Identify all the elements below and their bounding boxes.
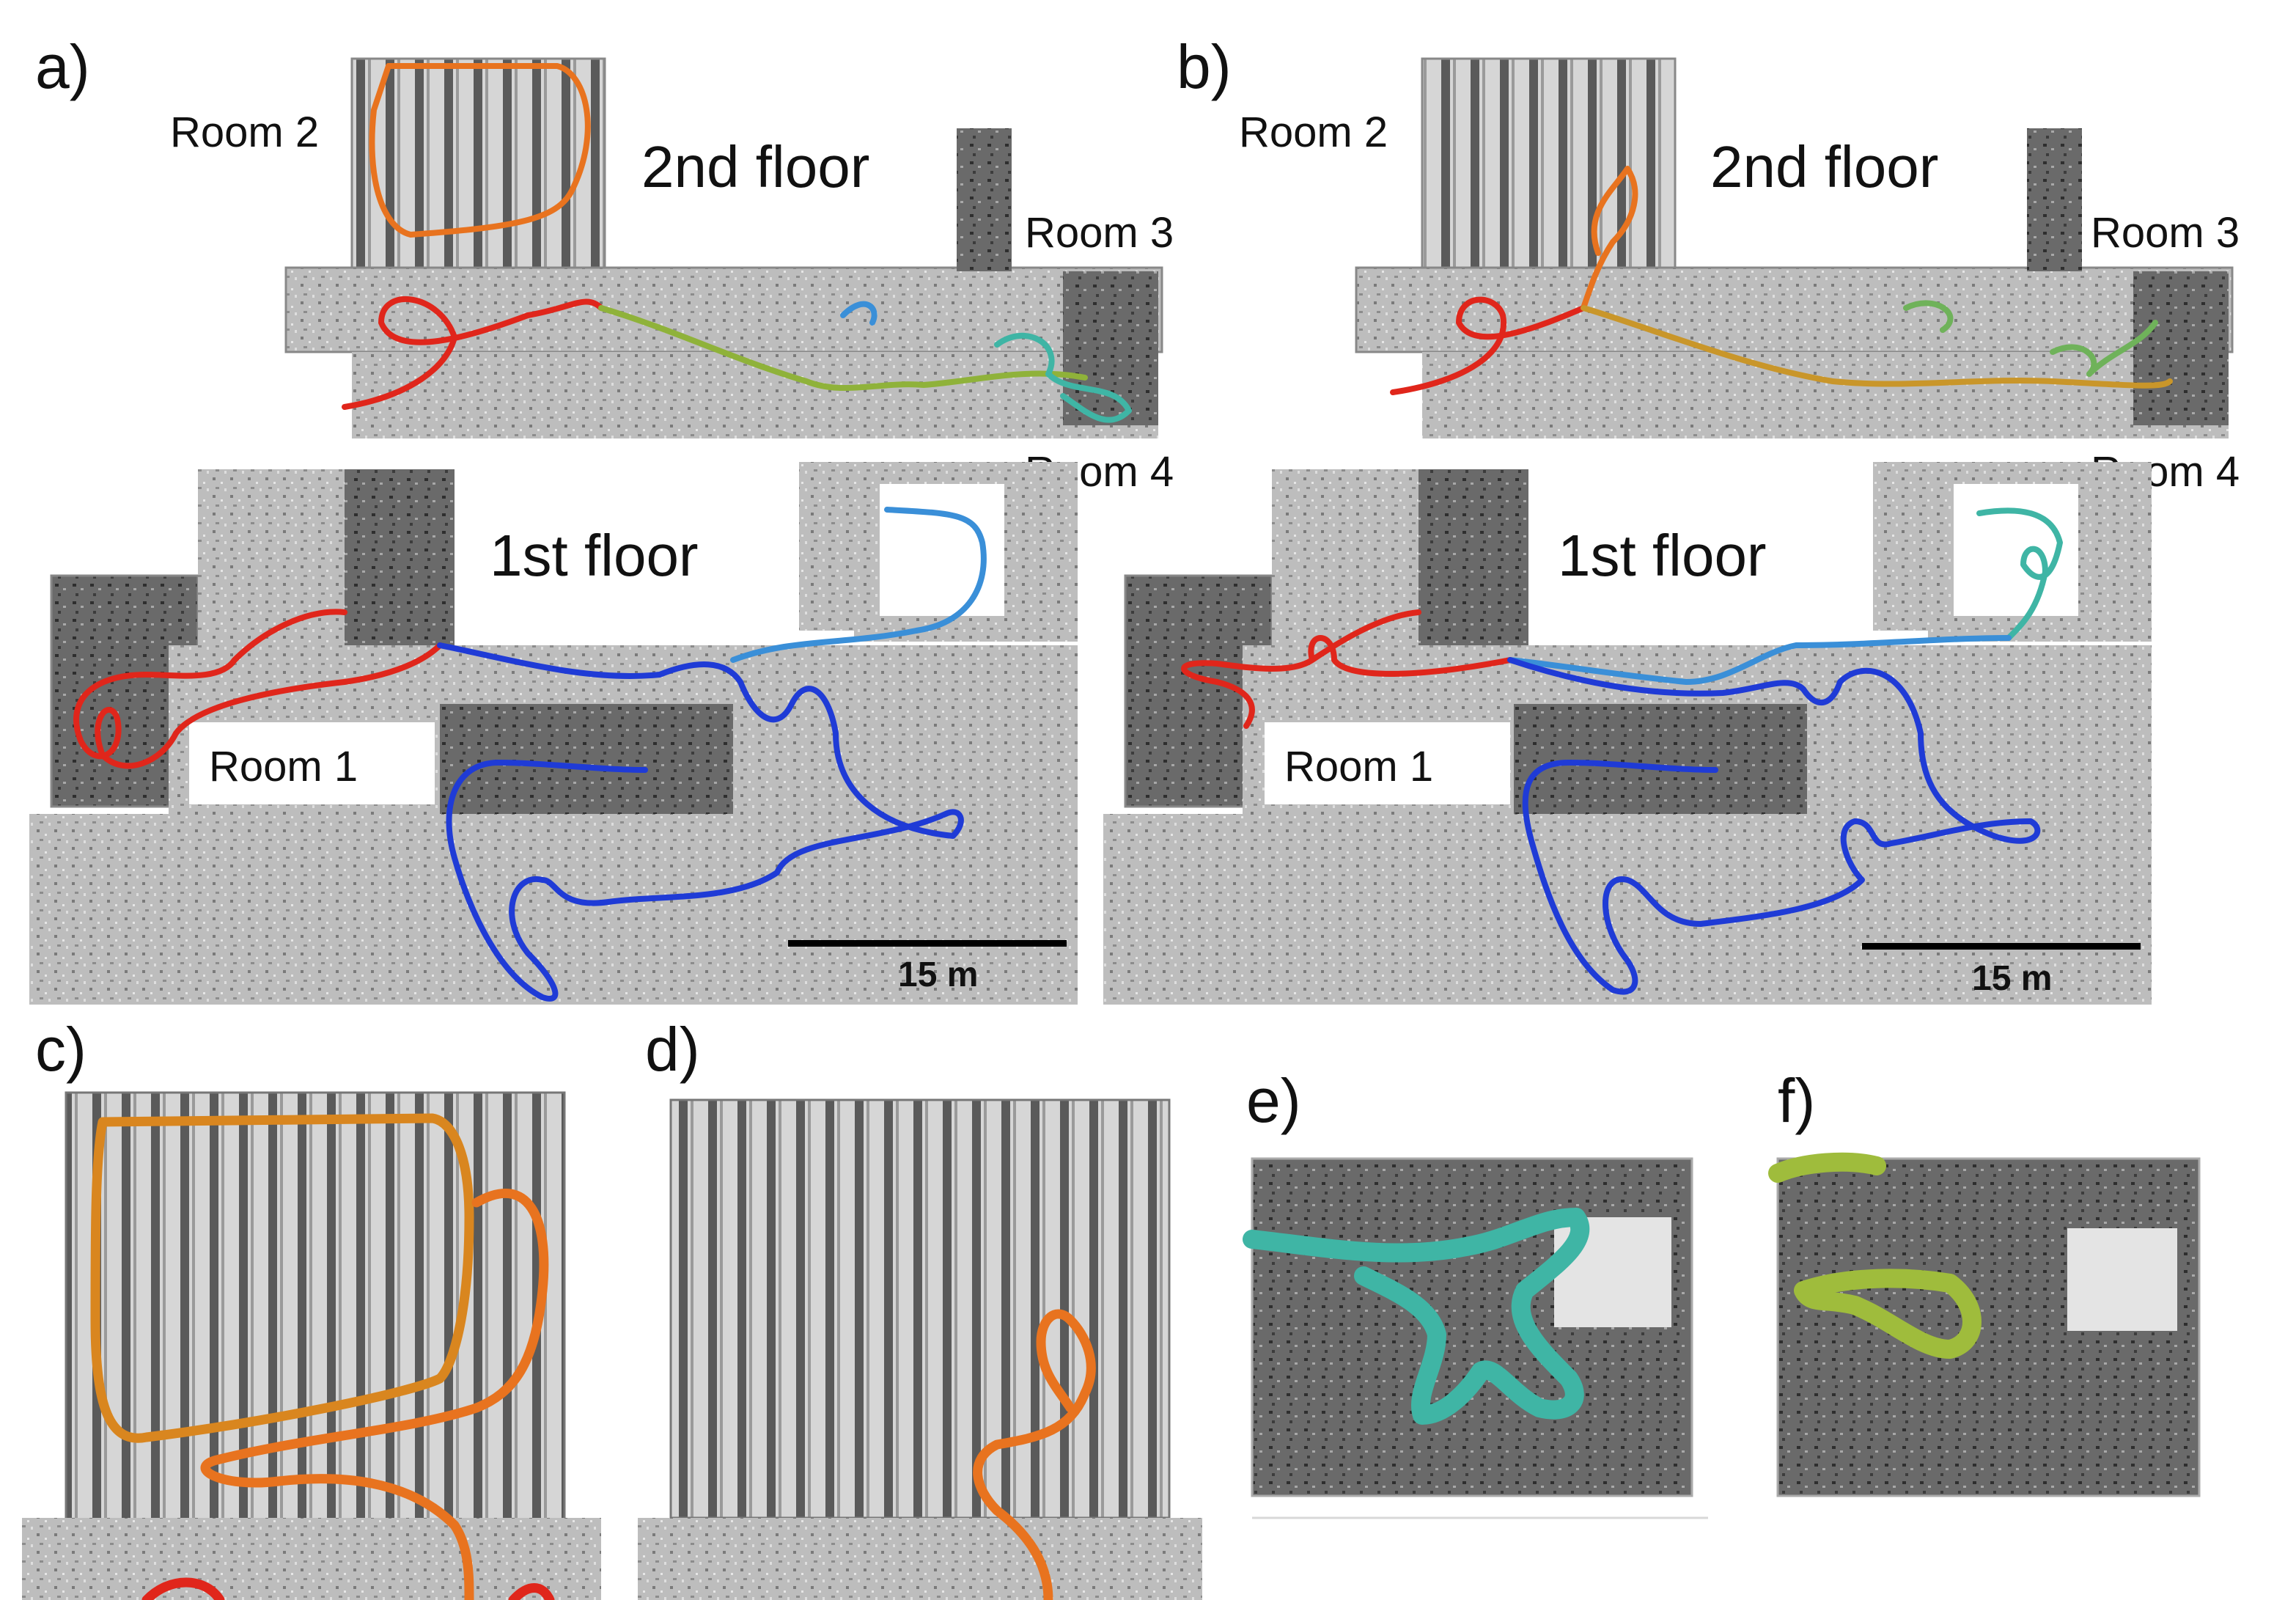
trajectory-red-1f-a [73, 609, 443, 769]
room1-label-b: Room 1 [1284, 743, 1433, 790]
panel-label-f: f) [1778, 1066, 1815, 1135]
room2-closeup-map-c [65, 1091, 566, 1527]
scale-bar-label-b: 15 m [1972, 959, 2052, 998]
trajectory-red-1f-b [1181, 609, 1513, 729]
trajectory-green-b [1903, 300, 2158, 377]
panel-d: d) [638, 1015, 1202, 1600]
panel-f: f) [1768, 1066, 2201, 1497]
trajectory-orange-a [369, 63, 591, 238]
trajectory-teal-a [994, 332, 1132, 423]
trajectory-blue-a [437, 642, 964, 1002]
trajectory-orange-d [973, 1309, 1096, 1600]
room2-label-b: Room 2 [1239, 109, 1388, 156]
corridor-strip-c [22, 1518, 601, 1600]
panel-c: c) [22, 1015, 601, 1600]
room3-label-b: Room 3 [2091, 209, 2240, 257]
panel-label-d: d) [645, 1015, 700, 1084]
room2-closeup-map-d [669, 1098, 1171, 1519]
trajectory-teal-e [1243, 1208, 1590, 1425]
panel-label-b: b) [1177, 32, 1232, 101]
panel-label-a: a) [35, 32, 90, 101]
panel-e: e) [1243, 1066, 1708, 1519]
trajectory-lightblue-a [730, 301, 987, 663]
panel-a: a) 2nd floor Room 2 Room 3 Room 4 1st fl… [29, 32, 1174, 1005]
panel-b: b) 2nd floor Room 2 Room 3 Room 4 1st fl… [1103, 32, 2240, 1005]
trajectory-green-a [598, 305, 1088, 392]
panel-label-e: e) [1246, 1066, 1301, 1135]
trajectory-teal-b [1976, 507, 2063, 641]
trajectory-red-b [1390, 296, 1586, 395]
scale-bar-a [788, 940, 1067, 947]
trajectory-red-a [342, 296, 604, 410]
room1-label-box-b [1265, 722, 1510, 804]
second-floor-label-b: 2nd floor [1710, 134, 1938, 199]
trajectory-orange-c [90, 1113, 474, 1443]
corridor-strip-d [638, 1518, 1202, 1600]
trajectory-blue-b [1507, 657, 2041, 995]
scale-bar-label-a: 15 m [898, 955, 978, 994]
room3-label-a: Room 3 [1025, 209, 1174, 257]
first-floor-label-b: 1st floor [1558, 523, 1767, 588]
first-floor-label-a: 1st floor [490, 523, 699, 588]
trajectory-orange2-c [200, 1189, 549, 1600]
panel-label-c: c) [35, 1015, 87, 1084]
trajectory-amber-b [1581, 305, 2173, 389]
first-floor-map-a [29, 462, 1078, 1005]
trajectory-green-f [1768, 1152, 1982, 1359]
second-floor-label-a: 2nd floor [641, 134, 869, 199]
trajectory-orange-b [1581, 166, 1638, 311]
trajectory-lightblue-b [1507, 635, 2012, 685]
trajectory-red-c [141, 1577, 555, 1600]
room1-label-a: Room 1 [209, 743, 358, 790]
room1-label-box-a [189, 722, 435, 804]
bright-block-f [2067, 1228, 2177, 1331]
scale-bar-b [1862, 943, 2141, 950]
room2-label-a: Room 2 [170, 109, 319, 156]
